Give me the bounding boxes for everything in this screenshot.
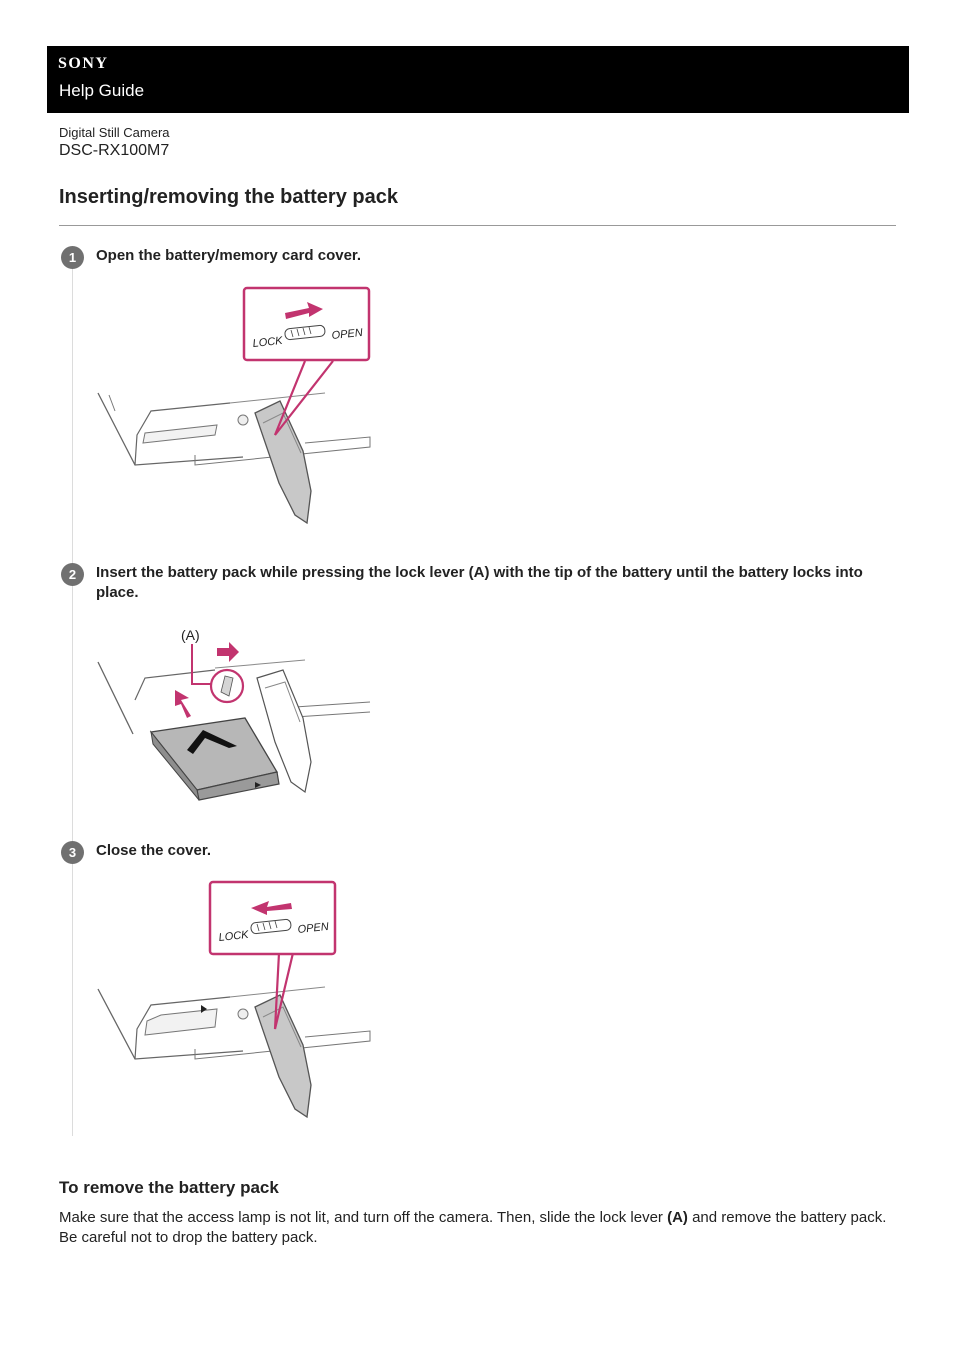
open-label: OPEN bbox=[331, 327, 363, 342]
page-title: Inserting/removing the battery pack bbox=[59, 186, 398, 208]
remove-battery-paragraph: Make sure that the access lamp is not li… bbox=[59, 1208, 899, 1248]
help-guide-label: Help Guide bbox=[59, 81, 145, 100]
open-label: OPEN bbox=[297, 921, 329, 936]
lever-a-label: (A) bbox=[181, 627, 200, 643]
step-number-badge: 3 bbox=[61, 841, 84, 864]
sony-logo: SONY bbox=[58, 55, 109, 72]
remove-text-end: and remove the battery pack. Be careful … bbox=[59, 1209, 887, 1246]
remove-battery-heading: To remove the battery pack bbox=[59, 1178, 279, 1197]
product-model: DSC-RX100M7 bbox=[59, 142, 170, 159]
lock-label: LOCK bbox=[218, 929, 250, 944]
lever-a-reference: (A) bbox=[667, 1209, 688, 1226]
step-number-badge: 1 bbox=[61, 246, 84, 269]
site-header: SONY Help Guide bbox=[47, 46, 909, 113]
title-divider bbox=[59, 225, 896, 226]
close-cover-illustration: LOCK OPEN bbox=[97, 880, 371, 1119]
step-number-badge: 2 bbox=[61, 563, 84, 586]
open-cover-illustration: LOCK OPEN bbox=[97, 286, 371, 525]
steps-timeline-line bbox=[72, 268, 73, 1136]
step-1-text: Open the battery/memory card cover. bbox=[96, 247, 362, 264]
insert-battery-illustration: (A) bbox=[97, 627, 371, 801]
lock-label: LOCK bbox=[252, 335, 284, 350]
product-category: Digital Still Camera bbox=[59, 125, 170, 140]
step-2-text: Insert the battery pack while pressing t… bbox=[96, 564, 863, 601]
remove-text-start: Make sure that the access lamp is not li… bbox=[59, 1209, 668, 1226]
step-3-text: Close the cover. bbox=[96, 842, 212, 859]
